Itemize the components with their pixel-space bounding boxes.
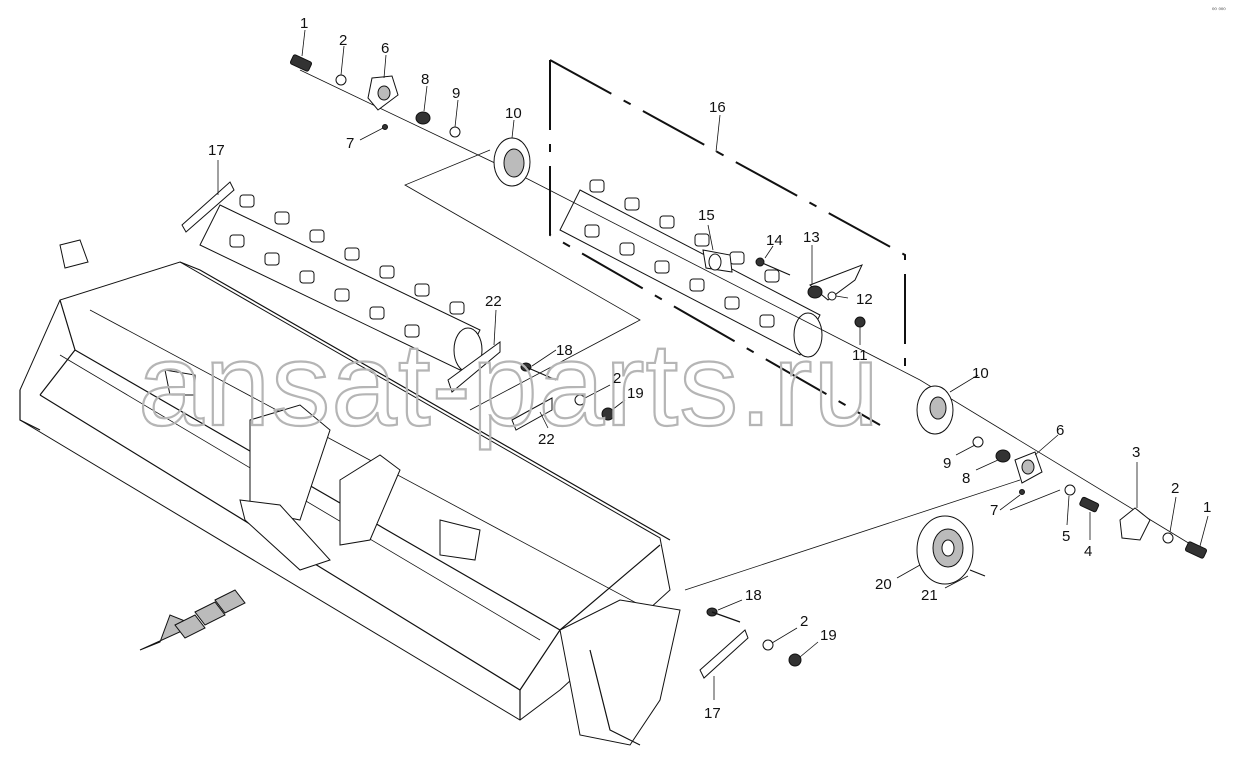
label-11: 11 xyxy=(852,347,868,364)
flail-row-d xyxy=(584,224,775,328)
label-8-right: 8 xyxy=(962,470,970,487)
label-10-right: 10 xyxy=(972,365,989,382)
label-leaders xyxy=(217,29,1209,700)
seal-8-right xyxy=(995,449,1011,463)
label-3: 3 xyxy=(1132,444,1140,461)
axis-lines xyxy=(299,69,1201,591)
flail-row-a xyxy=(239,194,465,315)
nut-19-bottom xyxy=(788,653,802,667)
strip-17-top xyxy=(181,181,235,233)
label-2-bottom: 2 xyxy=(800,613,808,630)
washer-2-mid xyxy=(574,394,586,406)
label-19-bottom: 19 xyxy=(820,627,837,644)
knife-22-top xyxy=(447,341,501,393)
direction-arrow-icon xyxy=(139,589,246,651)
pin-14 xyxy=(759,261,791,276)
knife-22-bottom xyxy=(511,397,553,431)
flail-row-c xyxy=(589,179,780,283)
strip-17-bottom xyxy=(699,629,749,679)
label-8-top: 8 xyxy=(421,71,429,88)
washer-2-right xyxy=(1162,532,1174,544)
label-13: 13 xyxy=(803,229,820,246)
nipple-7-right xyxy=(1019,489,1025,495)
bushing-12 xyxy=(827,291,837,301)
hardware-right xyxy=(706,385,1208,667)
label-4: 4 xyxy=(1084,543,1092,560)
label-7-top: 7 xyxy=(346,135,354,152)
flail-row-b xyxy=(229,234,420,338)
label-7-right: 7 xyxy=(990,502,998,519)
label-1-top: 1 xyxy=(300,15,308,32)
label-15: 15 xyxy=(698,207,715,224)
label-5: 5 xyxy=(1062,528,1070,545)
label-12: 12 xyxy=(856,291,873,308)
label-17-bottom: 17 xyxy=(704,705,721,722)
label-18-mid: 18 xyxy=(556,342,573,359)
hardware-top xyxy=(289,54,531,187)
key-21 xyxy=(969,569,986,577)
rotor-right xyxy=(559,179,823,358)
washer-2 xyxy=(335,74,347,86)
corner-mark: ⁰⁰ ⁰⁰⁰ xyxy=(1212,7,1226,14)
label-6-top: 6 xyxy=(381,40,389,57)
label-14: 14 xyxy=(766,232,783,249)
ring-9-right xyxy=(972,436,984,448)
label-22-bottom: 22 xyxy=(538,431,555,448)
nut-19-mid xyxy=(601,407,615,421)
label-1-right: 1 xyxy=(1203,499,1211,516)
label-6-right: 6 xyxy=(1056,422,1064,439)
label-17-top: 17 xyxy=(208,142,225,159)
label-2-mid: 2 xyxy=(613,370,621,387)
label-2-top: 2 xyxy=(339,32,347,49)
label-16: 16 xyxy=(709,99,726,116)
label-21: 21 xyxy=(921,587,938,604)
bolt-1-right xyxy=(1184,541,1208,559)
watermark: ansat-parts.ru xyxy=(138,319,880,451)
seal-8 xyxy=(415,111,431,125)
bolt-1 xyxy=(289,54,313,72)
assembly-group-box xyxy=(549,59,906,426)
housing xyxy=(19,239,681,746)
nipple-7 xyxy=(382,124,388,130)
rotor-left xyxy=(199,194,483,373)
label-20: 20 xyxy=(875,576,892,593)
ring-9 xyxy=(449,126,461,138)
washer-5 xyxy=(1064,484,1076,496)
hardware-knives xyxy=(447,341,615,431)
washer-2-bottom xyxy=(762,639,774,651)
label-18-bottom: 18 xyxy=(745,587,762,604)
label-9-right: 9 xyxy=(943,455,951,472)
label-2-right: 2 xyxy=(1171,480,1179,497)
part-labels: 1 2 6 7 8 9 10 16 17 15 14 13 12 11 22 1… xyxy=(208,15,1211,722)
label-22-top: 22 xyxy=(485,293,502,310)
label-10-top: 10 xyxy=(505,105,522,122)
arm-13 xyxy=(809,264,863,301)
cover-3 xyxy=(1119,507,1151,541)
hardware-middle xyxy=(702,249,866,328)
label-19-mid: 19 xyxy=(627,385,644,402)
bolt-4 xyxy=(1079,496,1100,513)
label-9-top: 9 xyxy=(452,85,460,102)
